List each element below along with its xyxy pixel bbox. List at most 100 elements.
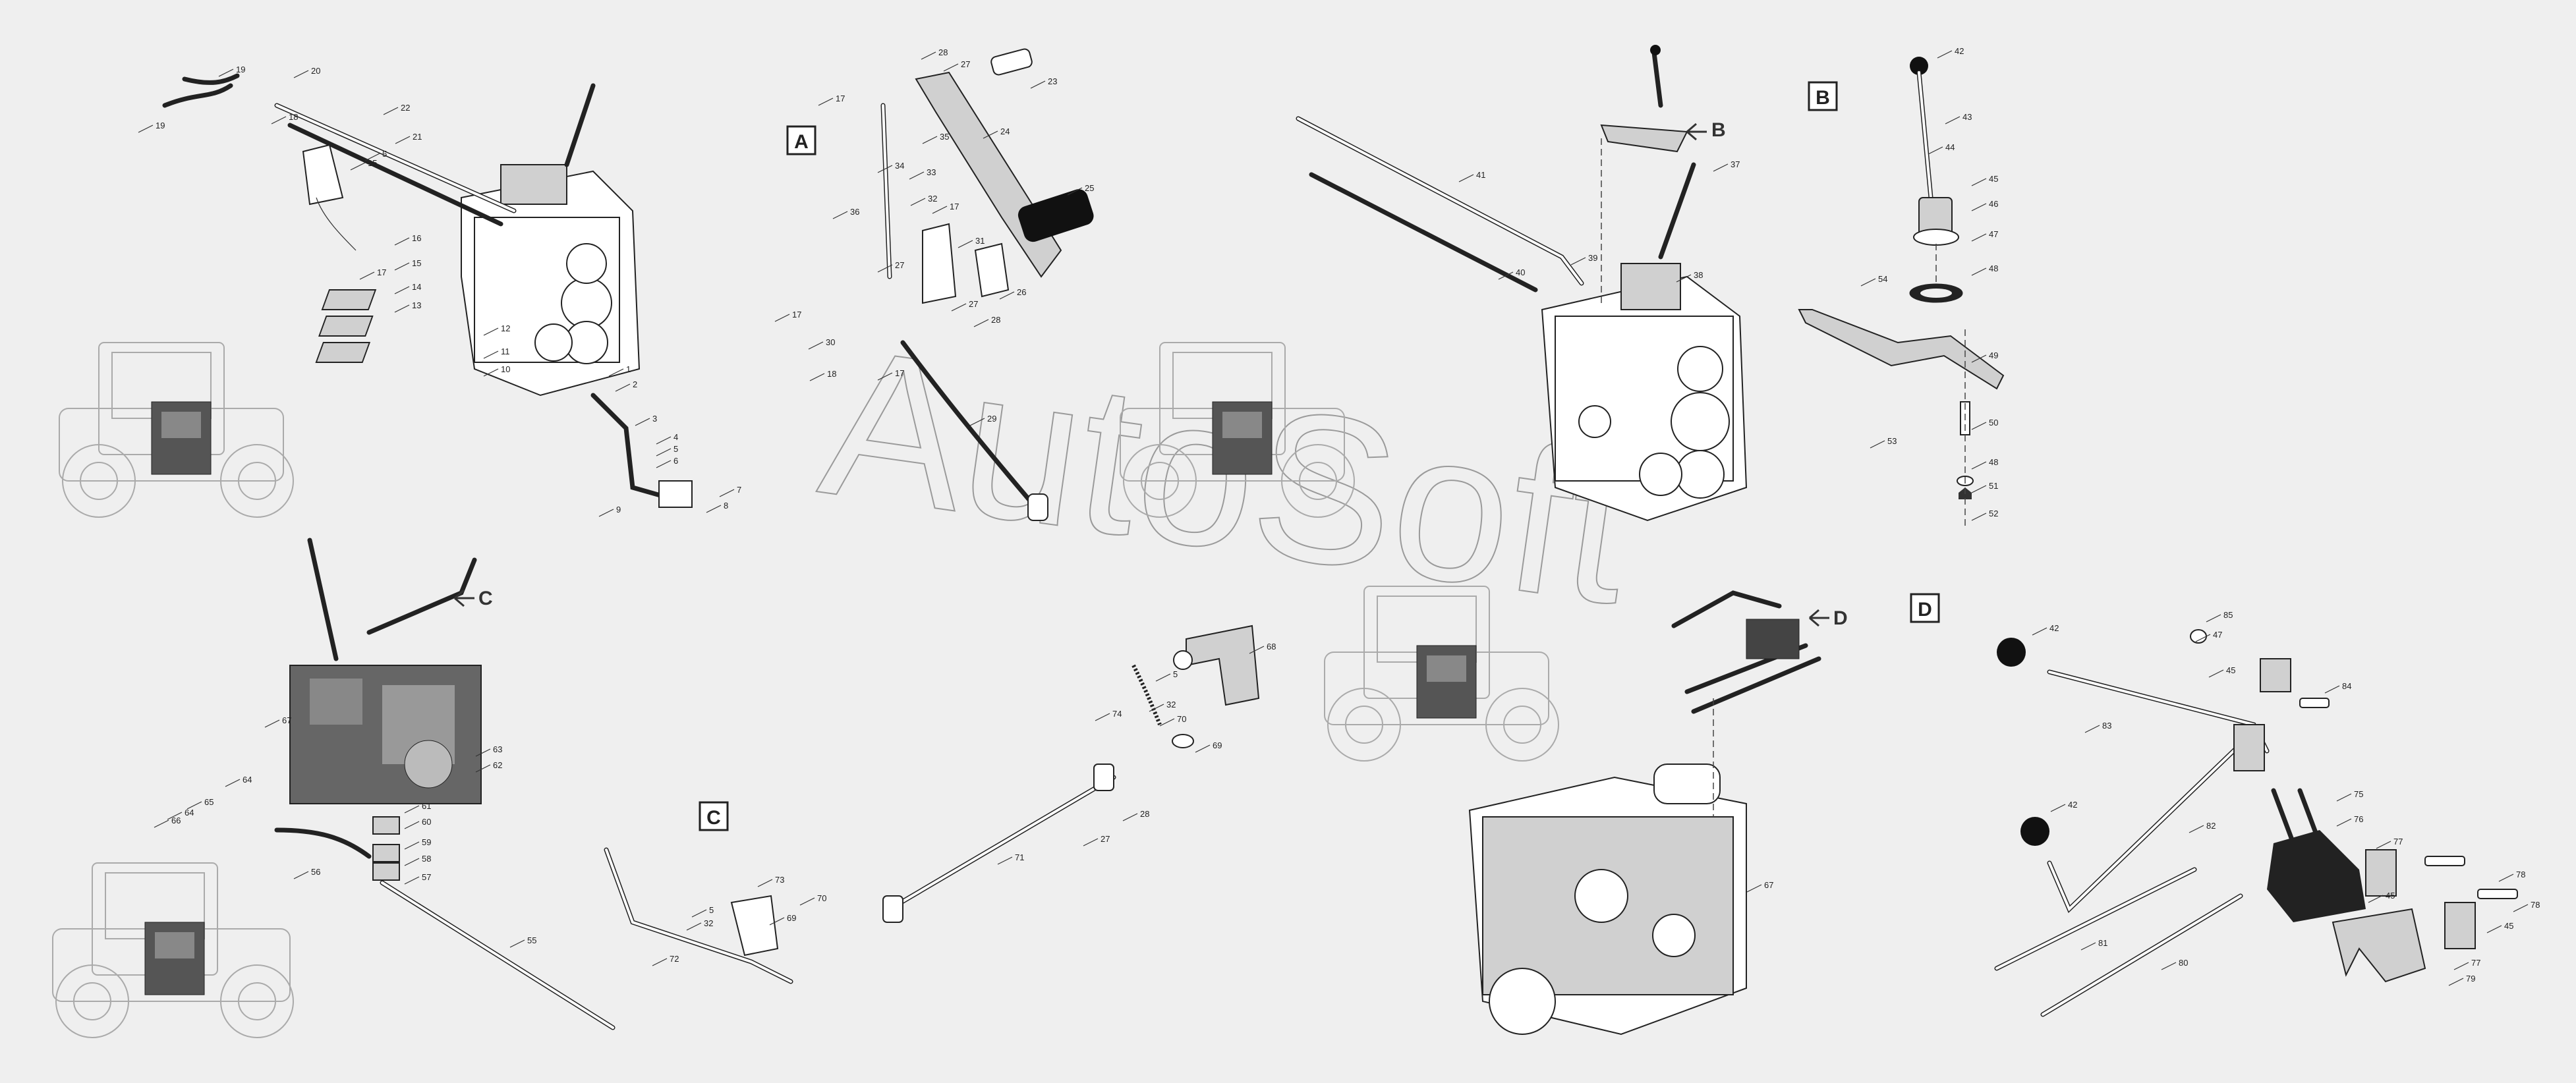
part-number-label: 42: [1955, 46, 1964, 56]
part-number-label: 12: [501, 323, 510, 333]
leader-line: [598, 509, 614, 517]
part-number-label: 41: [1476, 170, 1485, 180]
leader-line: [656, 448, 672, 457]
part-number-label: 66: [171, 816, 181, 825]
leader-line: [359, 271, 375, 280]
part-number-label: 22: [401, 103, 410, 113]
part-number-label: 2: [633, 379, 637, 389]
part-number-label: 73: [775, 875, 784, 885]
leader-line: [635, 418, 650, 426]
leader-line: [2080, 942, 2096, 951]
leader-line: [2050, 804, 2066, 812]
leader-line: [1155, 673, 1171, 682]
part-number-label: 17: [836, 94, 845, 103]
gearbox-bottom-left: [274, 538, 615, 1030]
leader-line: [404, 841, 420, 850]
leader-line: [350, 162, 366, 171]
section-label-d: D: [1918, 599, 1932, 621]
leader-line: [958, 240, 973, 248]
part-number-label: 78: [2516, 870, 2525, 879]
gear-lever-detail-b: [1798, 57, 2005, 527]
part-number-label: 28: [938, 47, 948, 57]
section-label-b: B: [1816, 87, 1830, 109]
callout-arrow-label-c: C: [478, 588, 493, 609]
leader-line: [186, 801, 202, 810]
part-number-label: 6: [673, 456, 678, 466]
part-number-label: 4: [673, 432, 678, 442]
part-number-label: 42: [2049, 623, 2059, 633]
part-number-label: 45: [2226, 665, 2235, 675]
part-number-label: 28: [991, 315, 1000, 325]
leader-line: [1971, 485, 1987, 493]
part-number-label: 16: [412, 233, 421, 243]
leader-line: [394, 304, 410, 313]
part-number-label: 83: [2102, 721, 2111, 731]
leader-line: [1030, 80, 1046, 89]
shims-stack: [315, 289, 377, 363]
leader-line: [1870, 440, 1885, 449]
leader-line: [999, 291, 1015, 300]
part-number-label: 68: [1267, 642, 1276, 652]
part-number-label: 60: [422, 817, 431, 827]
leader-line: [2032, 627, 2047, 636]
part-number-label: 74: [1112, 709, 1122, 719]
leader-line: [404, 876, 420, 885]
pedal-assembly: [880, 48, 1094, 521]
part-number-label: 55: [527, 935, 536, 945]
dual-lever-detail-d: [1994, 629, 2518, 1017]
leader-line: [2368, 895, 2384, 903]
part-number-label: 49: [1989, 350, 1998, 360]
part-number-label: 36: [850, 207, 859, 217]
part-number-label: 84: [2342, 681, 2351, 691]
leader-line: [483, 350, 499, 359]
leader-line: [2376, 841, 2391, 849]
leader-line: [686, 922, 702, 931]
part-number-label: 64: [243, 775, 252, 785]
part-number-label: 85: [2223, 610, 2233, 620]
leader-line: [615, 383, 631, 392]
leader-line: [909, 171, 925, 180]
part-number-label: 7: [737, 485, 741, 495]
leader-line: [394, 237, 410, 246]
part-number-label: 33: [927, 167, 936, 177]
leader-line: [2498, 874, 2514, 882]
part-number-label: 32: [928, 194, 937, 204]
leader-line: [608, 368, 624, 377]
part-number-label: 38: [1694, 270, 1703, 280]
leader-line: [922, 136, 938, 144]
leader-line: [1971, 178, 1987, 186]
leader-line: [2084, 725, 2100, 733]
part-number-label: 76: [2354, 814, 2363, 824]
part-number-label: 69: [1213, 740, 1222, 750]
leader-line: [225, 779, 241, 787]
part-number-label: 50: [1989, 418, 1998, 428]
part-number-label: 72: [670, 954, 679, 964]
leader-line: [983, 130, 998, 139]
part-number-label: 43: [1962, 112, 1972, 122]
part-number-label: 14: [412, 282, 421, 292]
leader-line: [1458, 174, 1474, 182]
leader-line: [483, 368, 499, 377]
part-number-label: 27: [895, 260, 904, 270]
part-number-label: 27: [969, 299, 978, 309]
part-number-label: 9: [616, 505, 621, 514]
leader-line: [1713, 163, 1729, 172]
part-number-label: 1: [626, 364, 631, 374]
part-number-label: 44: [1945, 142, 1955, 152]
leader-line: [1937, 50, 1953, 59]
leader-line: [809, 373, 825, 381]
tractor-thumbnail-1: [59, 342, 294, 518]
part-number-label: 30: [826, 337, 835, 347]
gearbox-top-left: [274, 83, 641, 397]
leader-line: [364, 153, 380, 161]
leader-line: [1122, 813, 1138, 821]
arrow-icon: [454, 589, 474, 607]
part-number-label: 61: [422, 801, 431, 811]
section-label-c: C: [706, 807, 721, 829]
leader-line: [293, 70, 309, 78]
leader-line: [2189, 825, 2204, 833]
leader-line: [877, 372, 893, 381]
tractor-thumbnail-2: [1120, 342, 1355, 518]
leader-line: [951, 303, 967, 312]
leader-line: [1676, 274, 1692, 283]
